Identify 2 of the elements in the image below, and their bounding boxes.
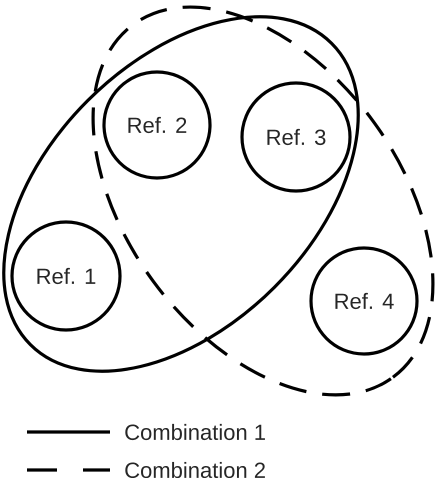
legend-label: Combination 1 [125, 424, 265, 440]
legend-label: Combination 2 [125, 462, 265, 478]
